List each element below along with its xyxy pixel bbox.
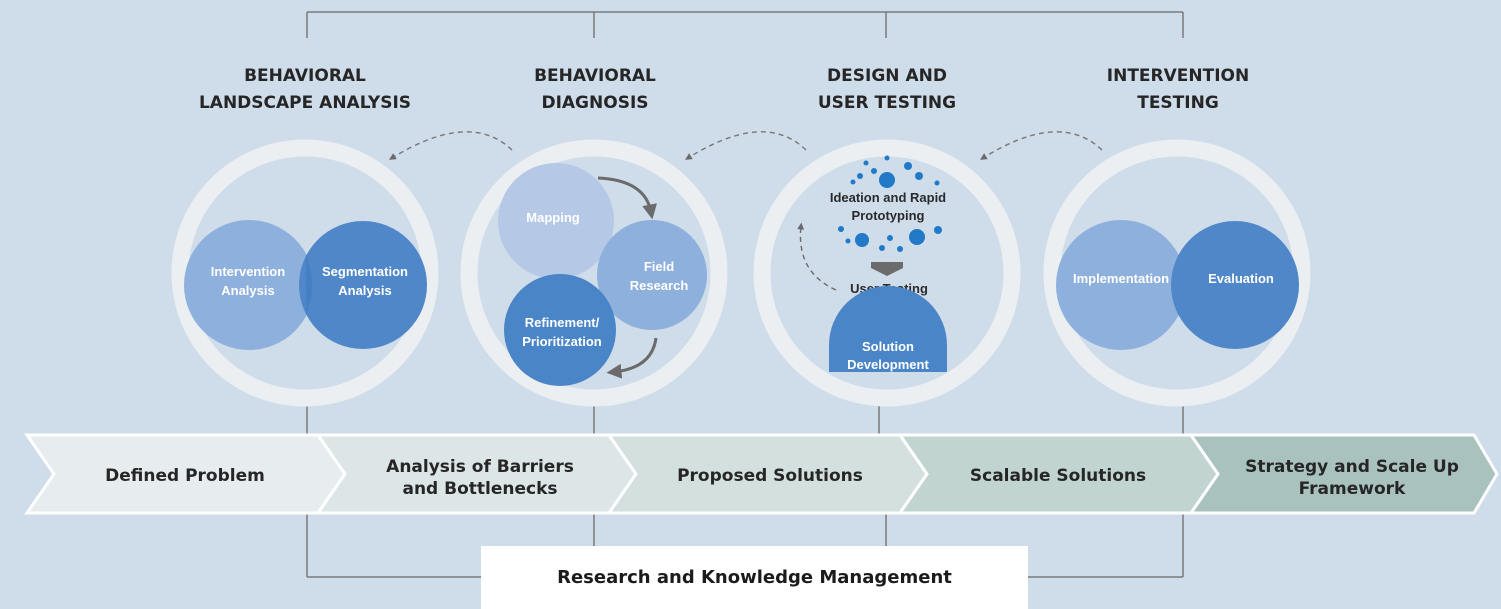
chevron-bar — [24, 433, 1499, 515]
svg-text:and Bottlenecks: and Bottlenecks — [402, 479, 557, 499]
footer-label: Research and Knowledge Management — [557, 567, 952, 588]
venn-intervention: Implementation Evaluation — [1056, 220, 1299, 350]
dashed-arrow-2 — [685, 131, 807, 160]
svg-text:TESTING: TESTING — [1137, 93, 1219, 113]
design-testing: Ideation and Rapid Prototyping User Test… — [797, 155, 947, 372]
phase-title-4: INTERVENTION TESTING — [1107, 66, 1249, 113]
bottom-bracket — [306, 405, 1184, 578]
refinement-circle — [504, 274, 616, 386]
svg-text:DESIGN AND: DESIGN AND — [827, 66, 947, 86]
svg-text:INTERVENTION: INTERVENTION — [1107, 66, 1249, 86]
svg-text:Prototyping: Prototyping — [852, 208, 925, 223]
top-bracket — [306, 11, 1184, 38]
ideation-dots — [838, 155, 942, 252]
svg-text:Ideation and Rapid: Ideation and Rapid — [830, 190, 946, 205]
dashed-arrow-3 — [980, 131, 1103, 160]
chevron-5 — [1188, 433, 1499, 515]
svg-text:Analysis: Analysis — [221, 283, 274, 298]
dashed-arrows — [389, 131, 1103, 160]
svg-text:Development: Development — [847, 357, 929, 372]
evaluation-circle — [1171, 221, 1299, 349]
svg-text:Scalable Solutions: Scalable Solutions — [970, 466, 1146, 486]
diagnosis-cycle: Mapping Field Research Refinement/ Prior… — [498, 163, 707, 386]
svg-text:Intervention: Intervention — [211, 264, 285, 279]
svg-text:Prioritization: Prioritization — [522, 334, 602, 349]
svg-text:USER TESTING: USER TESTING — [818, 93, 956, 113]
chevron-labels: Defined Problem Analysis of Barriers and… — [105, 457, 1459, 499]
intervention-analysis-circle — [184, 220, 314, 350]
svg-text:Mapping: Mapping — [526, 210, 579, 225]
svg-text:Segmentation: Segmentation — [322, 264, 408, 279]
phase-title-2: BEHAVIORAL DIAGNOSIS — [534, 66, 656, 113]
mapping-circle — [498, 163, 614, 279]
implementation-circle — [1056, 220, 1186, 350]
svg-text:Strategy and Scale Up: Strategy and Scale Up — [1245, 457, 1459, 477]
svg-text:Implementation: Implementation — [1073, 271, 1169, 286]
svg-text:Solution: Solution — [862, 339, 914, 354]
svg-text:Analysis: Analysis — [338, 283, 391, 298]
field-research-circle — [597, 220, 707, 330]
svg-text:BEHAVIORAL: BEHAVIORAL — [244, 66, 366, 86]
cycle-arrow-1 — [597, 176, 657, 220]
svg-text:Analysis of Barriers: Analysis of Barriers — [386, 457, 574, 477]
phase-title-3: DESIGN AND USER TESTING — [818, 66, 956, 113]
cycle-arrow-2 — [606, 337, 658, 379]
footer-box: Research and Knowledge Management — [481, 546, 1028, 609]
solution-development-shape — [829, 286, 947, 372]
svg-text:Research: Research — [630, 278, 689, 293]
svg-text:Field: Field — [644, 259, 674, 274]
phase-title-1: BEHAVIORAL LANDSCAPE ANALYSIS — [199, 66, 411, 113]
venn-landscape: Intervention Analysis Segmentation Analy… — [184, 220, 427, 350]
svg-text:Evaluation: Evaluation — [1208, 271, 1274, 286]
svg-text:Defined Problem: Defined Problem — [105, 466, 265, 486]
dashed-arrow-1 — [389, 131, 513, 160]
svg-text:Framework: Framework — [1299, 479, 1406, 499]
svg-text:Refinement/: Refinement/ — [525, 315, 600, 330]
loop-arrow — [797, 222, 837, 291]
segmentation-analysis-circle — [299, 221, 427, 349]
down-arrow-icon — [871, 262, 903, 276]
svg-text:Proposed Solutions: Proposed Solutions — [677, 466, 863, 486]
svg-text:DIAGNOSIS: DIAGNOSIS — [541, 93, 648, 113]
svg-text:BEHAVIORAL: BEHAVIORAL — [534, 66, 656, 86]
svg-text:LANDSCAPE ANALYSIS: LANDSCAPE ANALYSIS — [199, 93, 411, 113]
